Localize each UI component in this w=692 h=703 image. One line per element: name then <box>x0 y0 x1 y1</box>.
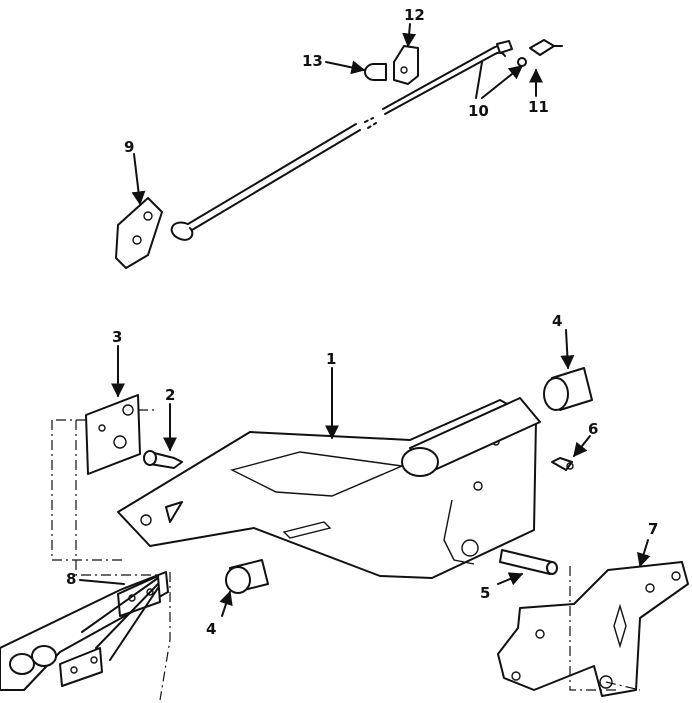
frame-tube <box>401 397 541 477</box>
callout-13: 13 <box>302 52 323 70</box>
bushing-small <box>364 63 387 81</box>
callout-12: 12 <box>404 6 425 24</box>
callout-4-upper: 4 <box>552 312 562 330</box>
callout-10: 10 <box>468 102 489 120</box>
dowel-pin <box>499 549 558 575</box>
callout-4-lower: 4 <box>206 620 216 638</box>
right-bracket <box>497 561 689 697</box>
callout-8: 8 <box>66 570 76 588</box>
alignment-lines <box>51 409 641 701</box>
callout-6: 6 <box>588 420 598 438</box>
callout-11: 11 <box>528 98 549 116</box>
callouts: 1 2 3 4 4 5 6 7 8 9 10 11 12 13 <box>66 6 658 638</box>
rod-clip <box>393 45 419 85</box>
control-rod <box>170 44 509 241</box>
callout-9: 9 <box>124 138 134 156</box>
leader-lines <box>79 23 651 661</box>
bushing-upper <box>543 367 593 411</box>
callout-2: 2 <box>165 386 175 404</box>
callout-7: 7 <box>648 520 658 538</box>
mounting-plate <box>85 394 141 475</box>
callout-1: 1 <box>326 350 336 368</box>
bushing-lower <box>225 559 269 594</box>
rod-bracket <box>115 197 163 269</box>
grease-fitting <box>551 457 574 471</box>
callout-5: 5 <box>480 584 490 602</box>
callout-3: 3 <box>112 328 122 346</box>
rod-end-fitting <box>496 39 563 67</box>
pin <box>143 450 183 469</box>
